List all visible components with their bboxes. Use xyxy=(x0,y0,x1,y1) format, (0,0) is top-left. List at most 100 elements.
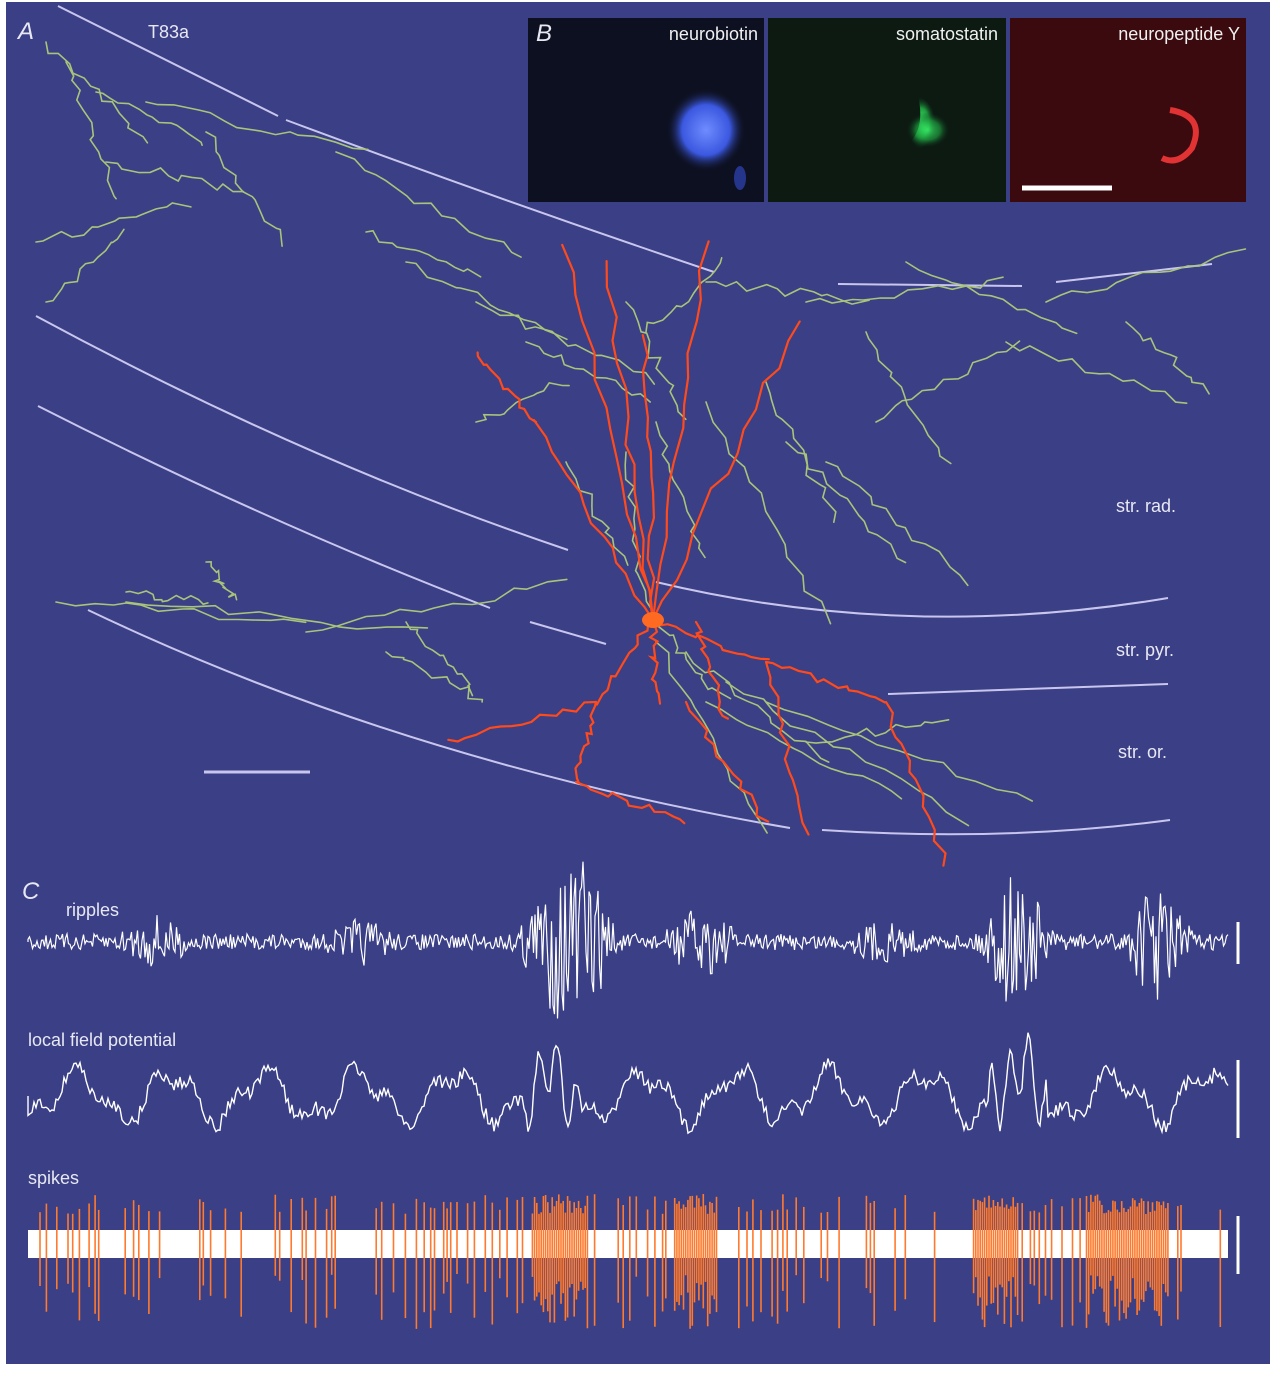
ripples-trace xyxy=(27,861,1229,1019)
layer-boundary-line xyxy=(87,609,791,829)
neurite-branch xyxy=(684,700,770,823)
panel-b-letter: B xyxy=(536,20,553,47)
neurite-branch xyxy=(65,61,117,200)
spike-ticks xyxy=(39,1194,1222,1329)
neurite-branch xyxy=(574,780,686,825)
neurite-branch xyxy=(525,341,651,403)
neurite-branch xyxy=(145,101,369,151)
neurite-branch xyxy=(651,618,770,661)
neurite-branch xyxy=(655,421,706,559)
neurite-branch xyxy=(624,451,652,609)
neurite-branch xyxy=(305,578,568,633)
neurite-branch xyxy=(655,621,732,700)
neurite-branch xyxy=(765,381,837,523)
neurite-branch xyxy=(447,700,598,743)
neurite-branch xyxy=(561,243,655,622)
neurite-branch xyxy=(125,590,209,606)
stain-label-neuropeptide-y: neuropeptide Y xyxy=(1118,24,1240,44)
neurite-branch xyxy=(1005,341,1188,404)
panel-c-letter: C xyxy=(22,878,40,905)
layer-boundary-line xyxy=(821,819,1171,836)
spikes-baseline-band xyxy=(28,1230,1228,1258)
layer-boundary-line xyxy=(529,621,607,645)
micrograph-somatostatin: somatostatin xyxy=(768,18,1006,202)
axonal-arbor xyxy=(35,41,1247,834)
neuropeptide-y-image xyxy=(1022,107,1199,191)
neurite-branch xyxy=(405,621,474,697)
neurite-branch xyxy=(476,351,538,424)
layer-label-rad: str. rad. xyxy=(1116,496,1177,516)
layer-boundary-line xyxy=(887,683,1169,695)
neurite-branch xyxy=(805,276,1004,304)
trace-label-ripples: ripples xyxy=(66,900,120,920)
layer-boundary-lines xyxy=(35,5,1213,836)
layer-boundary-line xyxy=(57,5,279,117)
neurite-branch xyxy=(625,301,687,421)
neurite-branch xyxy=(105,161,245,193)
layer-boundary-line xyxy=(37,405,491,609)
neurite-branch xyxy=(865,331,952,465)
micrograph-neuropeptide-y: neuropeptide Y xyxy=(1010,18,1246,202)
neurite-branch xyxy=(694,620,729,720)
neurite-branch xyxy=(705,280,870,305)
neurite-branch xyxy=(95,91,203,146)
neurite-branch xyxy=(651,240,710,622)
neurite-branch xyxy=(764,660,886,704)
stain-label-neurobiotin: neurobiotin xyxy=(668,24,758,44)
recording-traces xyxy=(27,861,1229,1329)
neurobiotin-image xyxy=(666,88,746,190)
layer-boundary-line xyxy=(837,283,1023,287)
figure-artwork xyxy=(27,5,1247,1329)
neurite-branch xyxy=(875,340,1021,423)
neurite-branch xyxy=(45,228,125,303)
neurite-branch xyxy=(1125,321,1210,395)
neurite-branch xyxy=(641,334,656,622)
neurite-branch xyxy=(905,261,1078,335)
neurite-branch xyxy=(685,651,830,763)
layer-label-or: str. or. xyxy=(1118,742,1168,762)
neurite-branch xyxy=(725,681,970,827)
neurite-branch xyxy=(884,700,947,867)
trace-label-spikes: spikes xyxy=(28,1168,80,1188)
neurite-branch xyxy=(805,719,950,744)
panel-a-letter: A xyxy=(18,18,35,45)
neurite-branch xyxy=(385,651,484,703)
neurite-branch xyxy=(825,461,969,587)
neurite-branch xyxy=(647,618,662,705)
neurite-branch xyxy=(475,382,570,423)
neurite-branch xyxy=(533,419,655,622)
neurite-branch xyxy=(565,461,629,566)
neurite-branch xyxy=(205,560,238,601)
cell-id-label: T83a xyxy=(148,22,190,42)
layer-boundary-line xyxy=(285,119,715,273)
neurite-branch xyxy=(655,641,768,834)
layer-label-pyr: str. pyr. xyxy=(1116,640,1175,660)
somatostatin-image xyxy=(906,96,950,150)
neurite-branch xyxy=(405,261,568,341)
lfp-trace xyxy=(27,1032,1229,1135)
neurite-branch xyxy=(125,601,429,630)
layer-boundary-line xyxy=(35,315,569,551)
dendritic-tree xyxy=(447,240,947,867)
neurite-branch xyxy=(45,41,149,144)
neurite-branch xyxy=(595,618,655,706)
neurite-branch xyxy=(651,320,801,622)
neurite-branch xyxy=(785,441,907,564)
neurite-branch xyxy=(55,601,307,624)
figure: A T83a str. rad. str. pyr. str. or. B ne… xyxy=(6,2,1270,1364)
neurite-branch xyxy=(35,202,192,243)
neurite-branch xyxy=(705,701,903,800)
layer-boundary-line xyxy=(655,581,1169,618)
neurite-branch xyxy=(475,301,656,385)
soma xyxy=(642,612,664,628)
neurite-branch xyxy=(335,151,522,258)
neurite-branch xyxy=(705,401,832,625)
neurite-branch xyxy=(574,700,598,784)
neurite-branch xyxy=(605,260,655,622)
neurite-branch xyxy=(764,660,810,836)
neurite-branch xyxy=(1045,248,1247,303)
neurite-branch xyxy=(765,701,1033,802)
micrograph-neurobiotin: B neurobiotin xyxy=(528,18,764,202)
trace-label-lfp: local field potential xyxy=(28,1030,177,1050)
neurite-branch xyxy=(365,229,482,278)
